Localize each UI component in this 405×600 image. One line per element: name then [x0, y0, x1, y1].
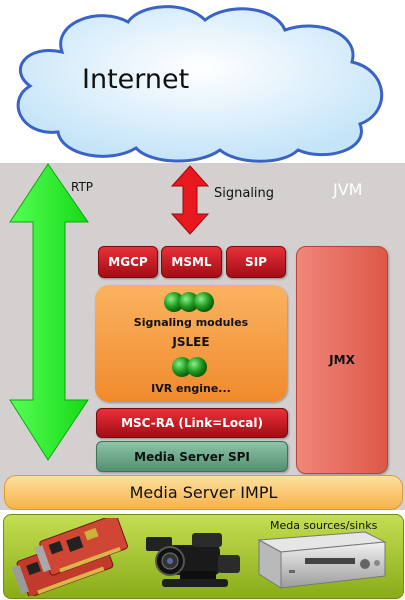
mgcp-label: MGCP — [108, 255, 148, 269]
msc-ra-label: MSC-RA (Link=Local) — [121, 416, 263, 430]
msml-box: MSML — [161, 246, 222, 278]
jmx-box: JMX — [296, 246, 388, 474]
msc-ra-box: MSC-RA (Link=Local) — [96, 408, 288, 438]
jmx-label: JMX — [329, 353, 355, 367]
rtp-arrow-icon — [9, 163, 89, 461]
msml-label: MSML — [171, 255, 212, 269]
media-server-spi-box: Media Server SPI — [96, 441, 288, 472]
media-server-impl-label: Media Server IMPL — [129, 483, 278, 502]
telephony-card-icon — [11, 518, 128, 596]
mgcp-box: MGCP — [98, 246, 158, 278]
internet-label: Internet — [82, 64, 190, 95]
media-server-impl-bar: Media Server IMPL — [4, 475, 403, 510]
internet-cloud — [16, 5, 384, 163]
sip-box: SIP — [226, 246, 286, 278]
signaling-modules-label: Signaling modules — [133, 316, 249, 329]
media-server-spi-label: Media Server SPI — [134, 449, 250, 464]
ivr-engine-icon — [172, 357, 207, 377]
ivr-engine-label: IVR engine... — [151, 382, 231, 395]
signaling-label: Signaling — [214, 186, 275, 201]
video-camera-icon — [146, 533, 240, 587]
signaling-modules-icon — [164, 292, 214, 312]
jvm-label: JVM — [333, 180, 363, 199]
signaling-arrow-icon — [170, 165, 210, 235]
jslee-title: JSLEE — [172, 335, 210, 349]
rtp-label: RTP — [71, 180, 94, 194]
media-sources-label: Meda sources/sinks — [270, 519, 378, 532]
sip-label: SIP — [245, 255, 267, 269]
media-server-appliance-icon — [257, 531, 387, 589]
